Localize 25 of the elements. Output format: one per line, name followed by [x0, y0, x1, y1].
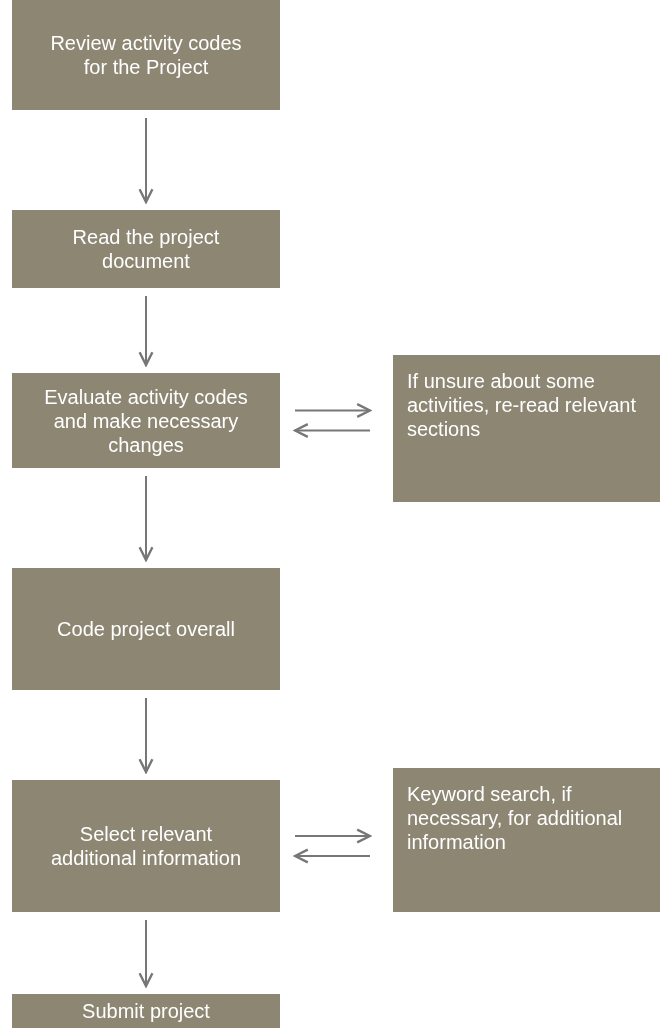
- process-box: [393, 355, 660, 502]
- box-text: Evaluate activity codes and make necessary changes: [43, 384, 249, 457]
- box-text: Keyword search, if necessary, for additional information: [407, 782, 624, 854]
- box-text: If unsure about some activities, re-read relevant sections: [407, 369, 637, 441]
- box-text: Read the project document: [71, 225, 221, 273]
- process-box: [12, 210, 280, 288]
- arrow: [293, 848, 371, 864]
- arrow: [138, 919, 154, 988]
- arrow: [138, 697, 154, 774]
- arrow: [138, 117, 154, 204]
- process-box: [393, 768, 660, 912]
- arrow: [138, 295, 154, 367]
- arrow: [294, 828, 372, 844]
- process-box: [12, 994, 280, 1028]
- arrow: [294, 402, 372, 419]
- arrow: [138, 475, 154, 562]
- box-text: Code project overall: [57, 617, 235, 641]
- box-text: Review activity codes for the Project: [49, 31, 243, 79]
- process-box: [12, 0, 280, 110]
- box-text: Submit project: [82, 999, 210, 1023]
- process-box: [12, 373, 280, 468]
- process-box: [12, 780, 280, 912]
- arrow: [293, 422, 371, 439]
- box-text: Select relevant additional information: [49, 822, 243, 870]
- process-box: [12, 568, 280, 690]
